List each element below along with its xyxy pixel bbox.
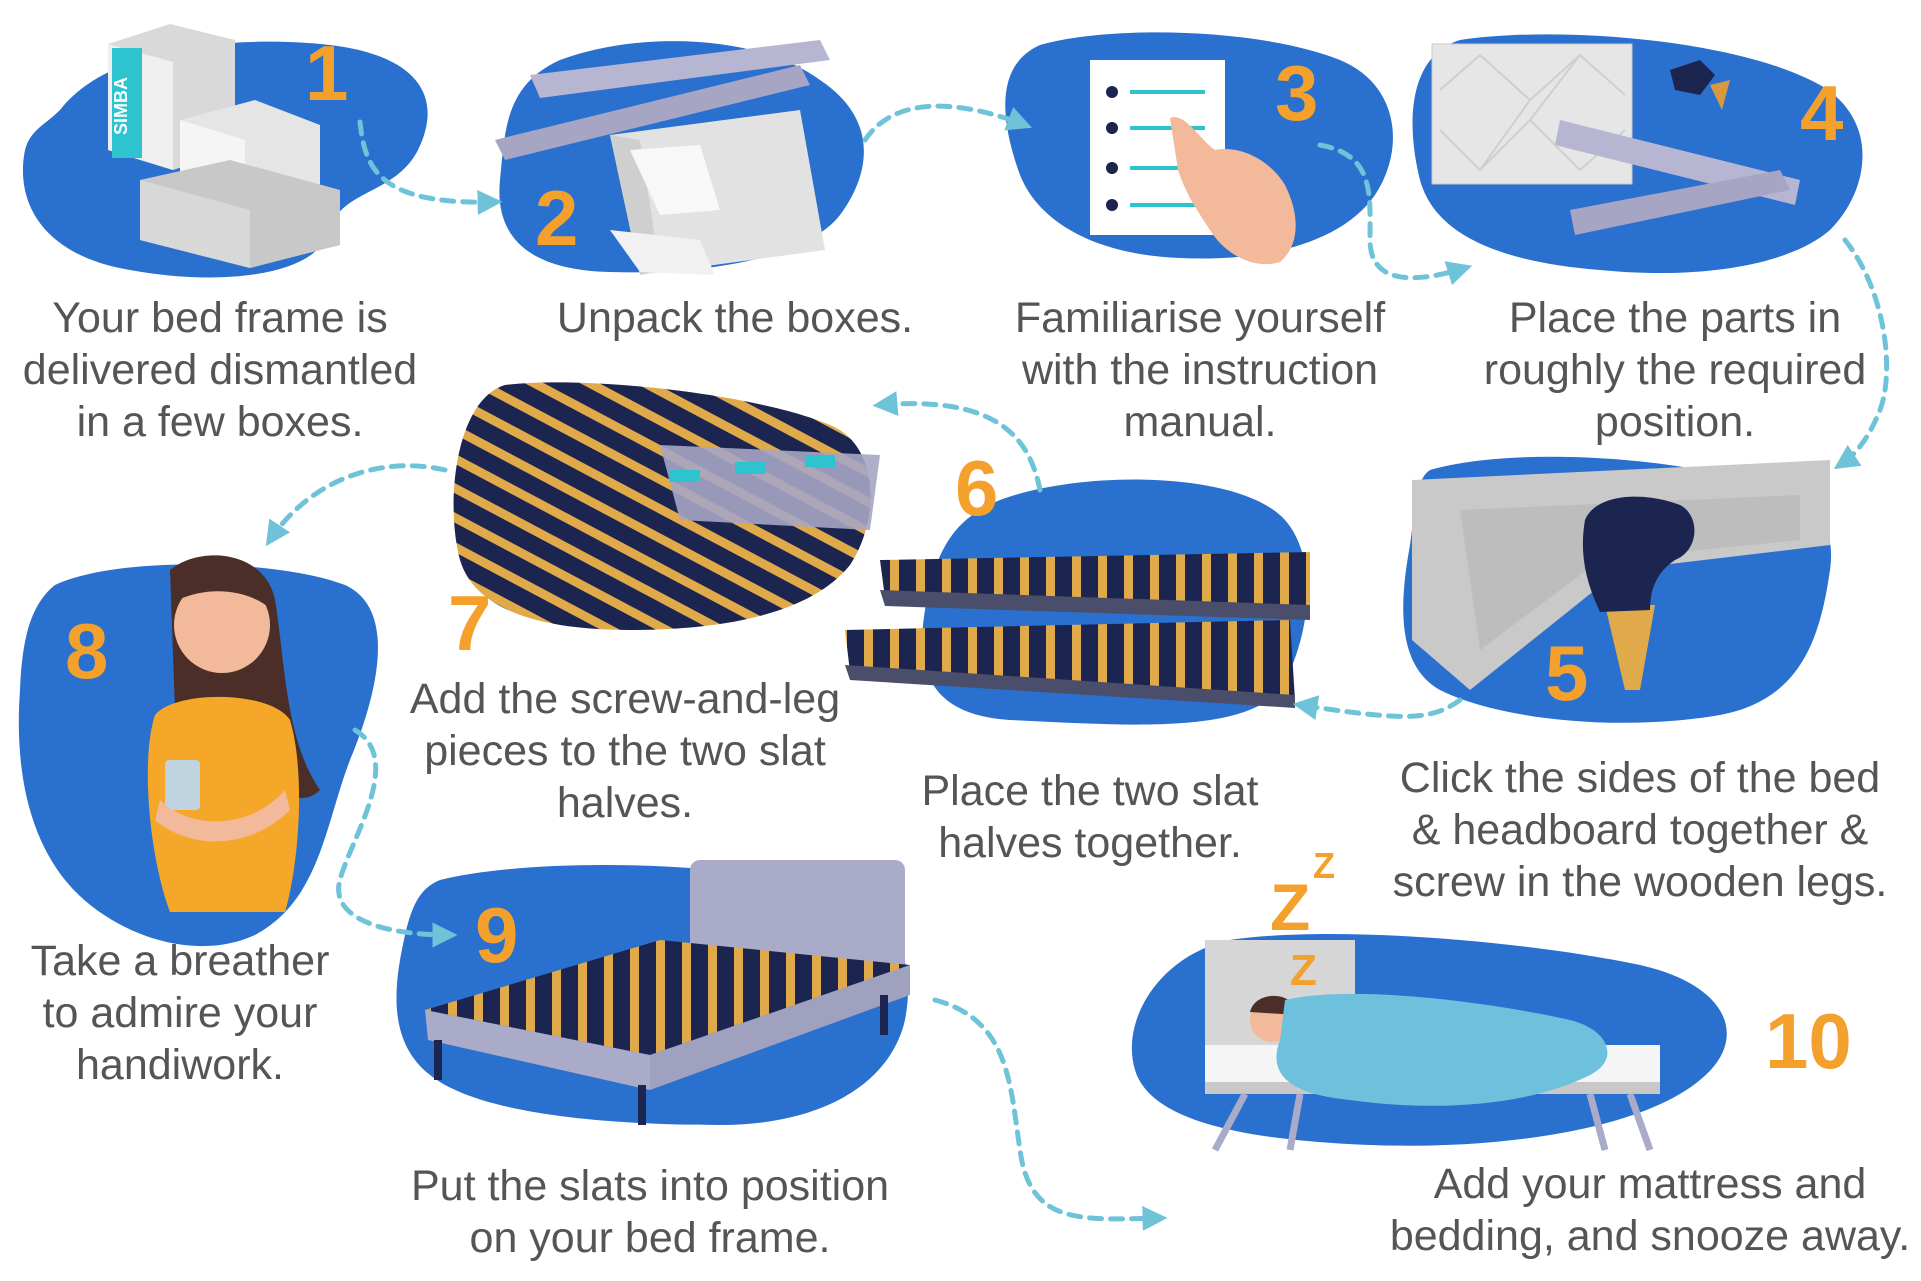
step-7-illustration: 7: [448, 382, 880, 667]
sleep-z-large: Z: [1270, 870, 1310, 944]
step-10-illustration: Z Z Z 10: [1131, 845, 1852, 1152]
step-3-caption: Familiarise yourself with the instructio…: [1014, 294, 1386, 446]
step-1-number: 1: [305, 29, 348, 117]
step-10-number: 10: [1765, 997, 1852, 1085]
step-9-caption: Put the slats into position on your bed …: [410, 1162, 890, 1262]
step-5-illustration: 5: [1403, 456, 1832, 723]
step-7-caption: Add the screw-and-leg pieces to the two …: [409, 675, 841, 827]
arrow-3-to-4: [1317, 142, 1473, 286]
coffee-cup: [165, 760, 200, 810]
arrow-9-to-10: [932, 997, 1168, 1231]
arrow-4-to-5: [1833, 237, 1890, 470]
step-5-number: 5: [1545, 629, 1588, 717]
step-9-number: 9: [475, 891, 518, 979]
step-10-caption: Add your mattress and bedding, and snooz…: [1389, 1160, 1911, 1260]
arrow-7-to-8: [265, 463, 448, 547]
step-1-illustration: SIMBA 1: [22, 24, 428, 278]
blanket: [1276, 993, 1608, 1106]
headboard-panel: [1431, 43, 1633, 185]
arrow-6-to-7: [872, 391, 1043, 493]
step-6-illustration: 6: [845, 444, 1310, 725]
step-2-illustration: 2: [495, 40, 864, 275]
manual-list-lines: [1106, 86, 1205, 211]
flow-arrows: [265, 103, 1890, 1231]
arrow-8-to-9: [336, 727, 458, 948]
step-8-illustration: 8: [18, 555, 378, 947]
step-3-number: 3: [1275, 49, 1318, 137]
pointing-hand: [1170, 117, 1296, 265]
step-6-caption: Place the two slat halves together.: [921, 767, 1259, 867]
step-7-number: 7: [448, 579, 491, 667]
step-3-illustration: 3: [1005, 32, 1393, 265]
step-2-number: 2: [535, 174, 578, 262]
woman-head: [174, 577, 270, 673]
simba-box-label: SIMBA: [111, 77, 131, 135]
step-8-number: 8: [65, 607, 108, 695]
arrow-2-to-3: [862, 103, 1033, 143]
step-9-illustration: 9: [396, 860, 910, 1125]
screw-bracket: [1582, 496, 1695, 612]
wooden-leg: [1605, 605, 1655, 690]
step-1-caption: Your bed frame is delivered dismantled i…: [22, 294, 418, 446]
step-4-number: 4: [1800, 69, 1843, 157]
arrow-5-to-6: [1292, 695, 1463, 720]
step-8-caption: Take a breather to admire your handiwork…: [30, 937, 330, 1089]
step-6-number: 6: [955, 444, 998, 532]
step-4-illustration: 4: [1412, 34, 1863, 274]
woman-shirt: [147, 696, 300, 912]
simba-boxes-graphic: [108, 24, 340, 268]
sleep-z-medium: Z: [1290, 946, 1317, 995]
step-2-caption: Unpack the boxes.: [556, 294, 914, 342]
sleep-z-small: Z: [1313, 845, 1335, 886]
bed-base: [425, 1010, 650, 1090]
step-4-caption: Place the parts in roughly the required …: [1483, 294, 1867, 446]
bed-slats: [425, 940, 910, 1055]
slat-half-bottom: [845, 620, 1295, 700]
arrow-1-to-2: [357, 119, 503, 215]
step-5-caption: Click the sides of the bed & headboard t…: [1392, 754, 1888, 906]
step-7-blob: [453, 382, 871, 630]
